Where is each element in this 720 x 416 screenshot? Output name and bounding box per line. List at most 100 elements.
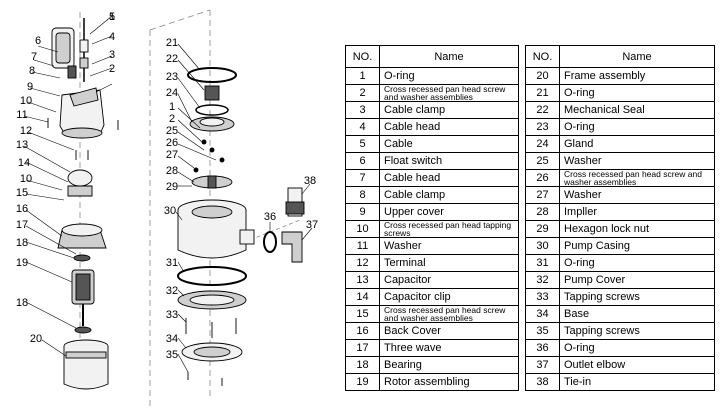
part-number-cell: 26: [525, 169, 560, 187]
callout-labels: 1234567891010111213141516171818192021222…: [16, 11, 318, 361]
callout-number: 29: [166, 181, 178, 193]
part-name-cell: Three wave: [379, 339, 519, 357]
part-name-cell: Cable: [379, 135, 519, 153]
part-number-cell: 16: [345, 322, 380, 340]
callout-number: 38: [304, 175, 316, 187]
callout-number: 23: [166, 71, 178, 83]
part-name-cell: Capacitor: [379, 271, 519, 289]
callout-number: 13: [16, 139, 28, 151]
part-number-cell: 29: [525, 220, 560, 238]
callout-number: 15: [16, 187, 28, 199]
callout-number: 19: [16, 257, 28, 269]
part-number-cell: 11: [345, 237, 380, 255]
callout-number: 28: [166, 165, 178, 177]
callout-number: 37: [306, 219, 318, 231]
part-name-cell: Outlet elbow: [559, 356, 715, 374]
callout-number: 30: [164, 205, 176, 217]
part-number-cell: 12: [345, 254, 380, 272]
part-name-cell: Cross recessed pan head screw and washer…: [559, 169, 715, 187]
callout-number: 35: [166, 349, 178, 361]
callout-number: 1: [169, 101, 175, 113]
column-header-name: Name: [379, 45, 519, 68]
callout-number: 36: [264, 211, 276, 223]
column-header-no: NO.: [345, 45, 380, 68]
callout-number: 2: [169, 113, 175, 125]
callout-number: 12: [20, 125, 32, 137]
part-name-cell: Back Cover: [379, 322, 519, 340]
part-number-cell: 14: [345, 288, 380, 306]
part-name-cell: Tapping screws: [559, 288, 715, 306]
callout-number: 10: [20, 95, 32, 107]
part-number-cell: 6: [345, 152, 380, 170]
part-number-cell: 19: [345, 373, 380, 391]
part-name-cell: Cross recessed pan head tapping screws: [379, 220, 519, 238]
callout-number: 16: [16, 203, 28, 215]
part-name-cell: O-ring: [559, 84, 715, 102]
part-name-cell: Pump Cover: [559, 271, 715, 289]
part-number-cell: 31: [525, 254, 560, 272]
callout-number: 34: [166, 333, 178, 345]
column-header-name: Name: [559, 45, 715, 68]
callout-number: 18: [16, 297, 28, 309]
table-header-row: NO. Name: [345, 45, 519, 68]
part-number-cell: 33: [525, 288, 560, 306]
callout-number: 32: [166, 285, 178, 297]
part-number-cell: 28: [525, 203, 560, 221]
part-number-cell: 25: [525, 152, 560, 170]
callout-number: 9: [27, 81, 33, 93]
callout-number: 25: [166, 125, 178, 137]
callout-number: 26: [166, 137, 178, 149]
part-number-cell: 4: [345, 118, 380, 136]
part-number-cell: 38: [525, 373, 560, 391]
part-name-cell: Base: [559, 305, 715, 323]
part-name-cell: Bearing: [379, 356, 519, 374]
callout-number: 31: [166, 257, 178, 269]
part-number-cell: 7: [345, 169, 380, 187]
part-name-cell: Cable clamp: [379, 186, 519, 204]
part-number-cell: 36: [525, 339, 560, 357]
callout-number: 2: [109, 63, 115, 75]
callout-number: 27: [166, 149, 178, 161]
callout-number: 20: [30, 333, 42, 345]
part-number-cell: 27: [525, 186, 560, 204]
part-name-cell: Terminal: [379, 254, 519, 272]
part-number-cell: 24: [525, 135, 560, 153]
part-name-cell: Rotor assembling: [379, 373, 519, 391]
part-name-cell: Washer: [559, 186, 715, 204]
callout-number: 1: [109, 11, 115, 23]
part-name-cell: O-ring: [559, 254, 715, 272]
part-name-cell: Washer: [379, 237, 519, 255]
part-number-cell: 15: [345, 305, 380, 323]
part-number-cell: 1: [345, 67, 380, 85]
part-name-cell: Mechanical Seal: [559, 101, 715, 119]
callout-number: 14: [18, 157, 30, 169]
part-number-cell: 22: [525, 101, 560, 119]
part-number-cell: 10: [345, 220, 380, 238]
callout-number: 8: [29, 65, 35, 77]
